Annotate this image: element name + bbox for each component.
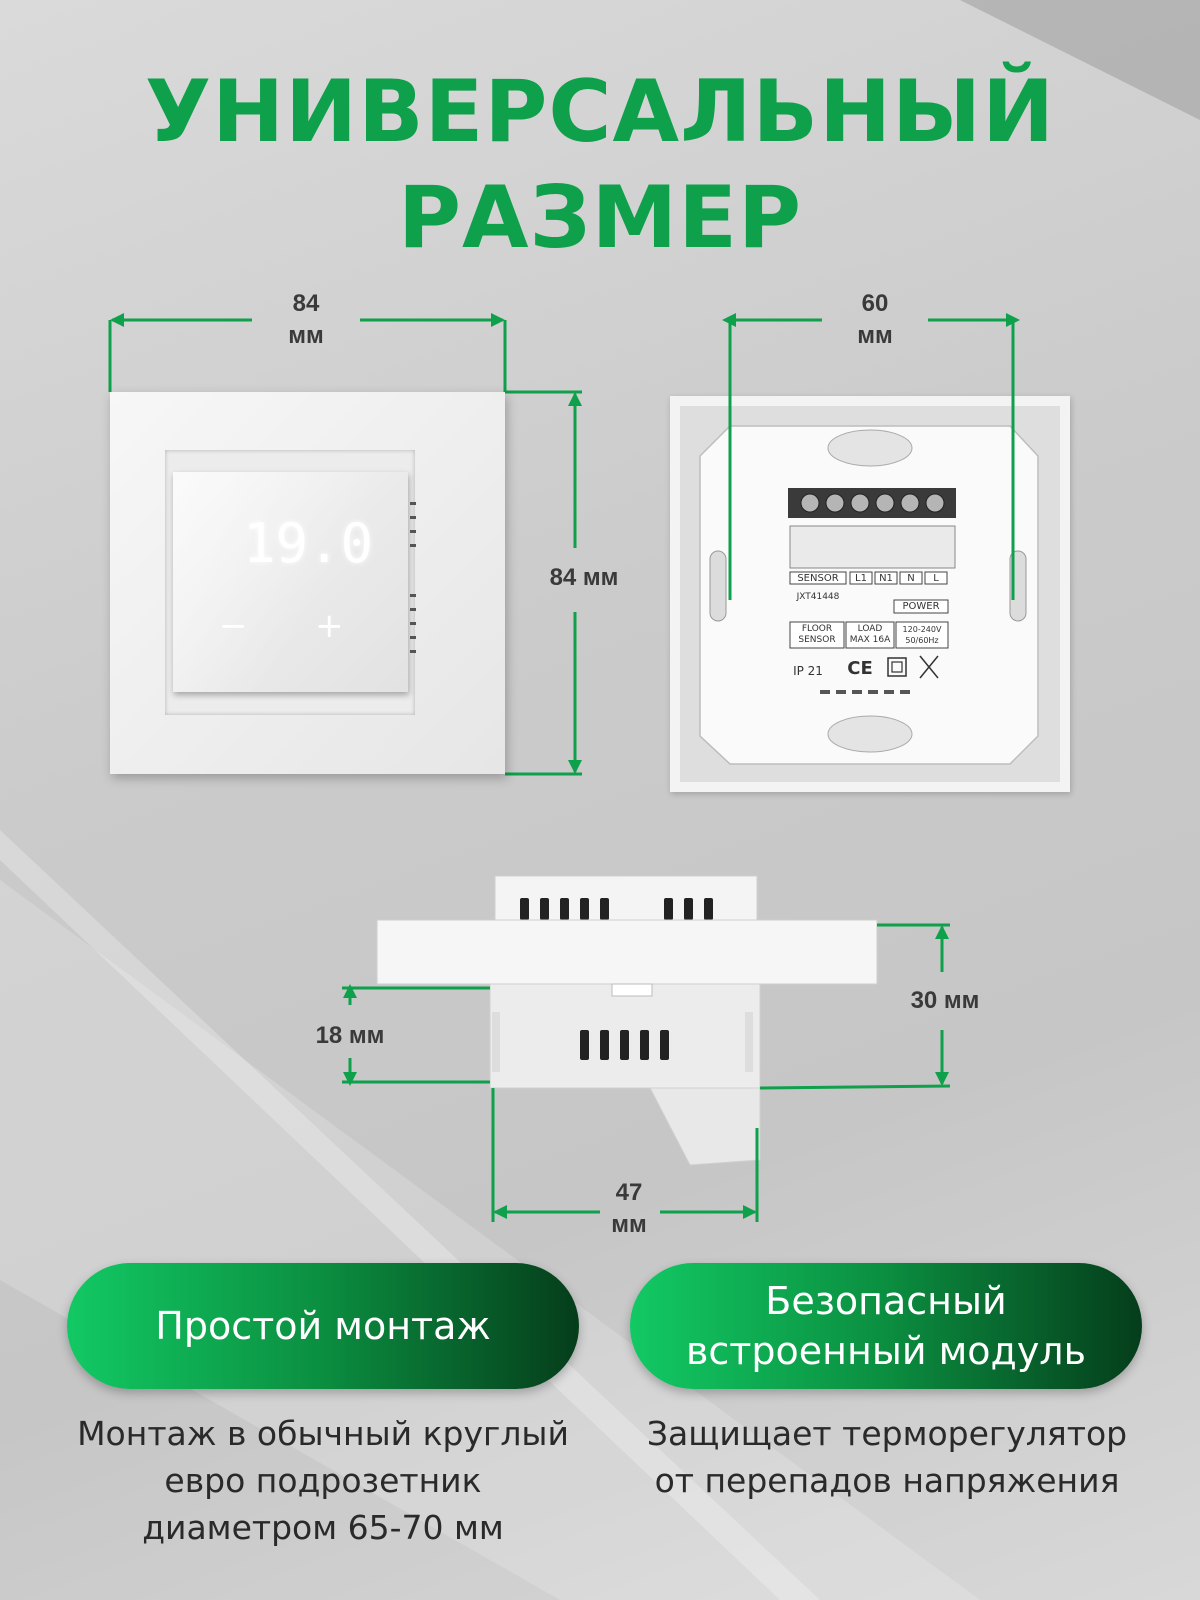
feature-pill-easy-install-label: Простой монтаж: [155, 1304, 491, 1348]
side-vents-icon: [410, 502, 416, 653]
back-width-value: 60: [861, 290, 889, 317]
label-load: LOAD MAX 16A: [849, 624, 891, 645]
feature-pill-safe-module-line2: встроенный модуль: [685, 1329, 1086, 1373]
feature-pill-easy-install: Простой монтаж: [67, 1263, 579, 1389]
page-title-line2: РАЗМЕР: [397, 168, 803, 268]
page-title-line1: УНИВЕРСАЛЬНЫЙ: [144, 62, 1056, 162]
feature-pill-safe-module-line1: Безопасный: [765, 1279, 1007, 1323]
label-sensor: SENSOR: [797, 573, 839, 584]
side-inset-label: 18 мм: [315, 1022, 385, 1049]
plus-button[interactable]: +: [315, 606, 344, 646]
label-l1: L1: [855, 573, 867, 584]
feature-pill-safe-module: Безопасный встроенный модуль: [630, 1263, 1142, 1389]
temperature-display: 19.0: [243, 512, 374, 575]
feature-desc-easy-install-line1: Монтаж в обычный круглый: [77, 1414, 569, 1453]
side-base-value: 47: [615, 1179, 643, 1206]
feature-desc-safe-module: Защищает терморегулятор от перепадов нап…: [604, 1410, 1170, 1504]
front-width-unit: мм: [288, 322, 324, 349]
thermostat-panel: 19.0 − +: [173, 472, 408, 692]
feature-desc-safe-module-line2: от перепадов напряжения: [654, 1461, 1120, 1500]
feature-desc-easy-install-line2: евро подрозетник: [164, 1461, 482, 1500]
label-l: L: [933, 573, 939, 584]
front-width-value: 84: [292, 290, 320, 317]
label-floor-sensor: FLOOR SENSOR: [798, 624, 836, 645]
feature-desc-easy-install: Монтаж в обычный круглый евро подрозетни…: [40, 1410, 606, 1551]
front-height-label: 84 мм: [549, 564, 619, 591]
label-n: N: [907, 573, 915, 584]
label-ip: IP 21: [793, 664, 823, 678]
feature-desc-easy-install-line3: диаметром 65-70 мм: [142, 1508, 504, 1547]
ce-mark: CE: [847, 658, 873, 679]
side-depth-label: 30 мм: [910, 987, 980, 1014]
label-power: POWER: [902, 601, 940, 612]
back-mounting-plate: [699, 425, 1039, 765]
back-frame: SENSOR L1 N1 N L POWER JXT41448 FLOOR SE…: [670, 396, 1070, 792]
label-voltage: 120-240V 50/60Hz: [902, 625, 942, 645]
label-code: JXT41448: [796, 592, 840, 602]
side-base-unit: мм: [611, 1211, 647, 1238]
front-frame: 19.0 − +: [110, 392, 505, 774]
back-width-unit: мм: [857, 322, 893, 349]
feature-desc-safe-module-line1: Защищает терморегулятор: [646, 1414, 1128, 1453]
minus-button[interactable]: −: [219, 606, 248, 646]
label-n1: N1: [879, 573, 893, 584]
